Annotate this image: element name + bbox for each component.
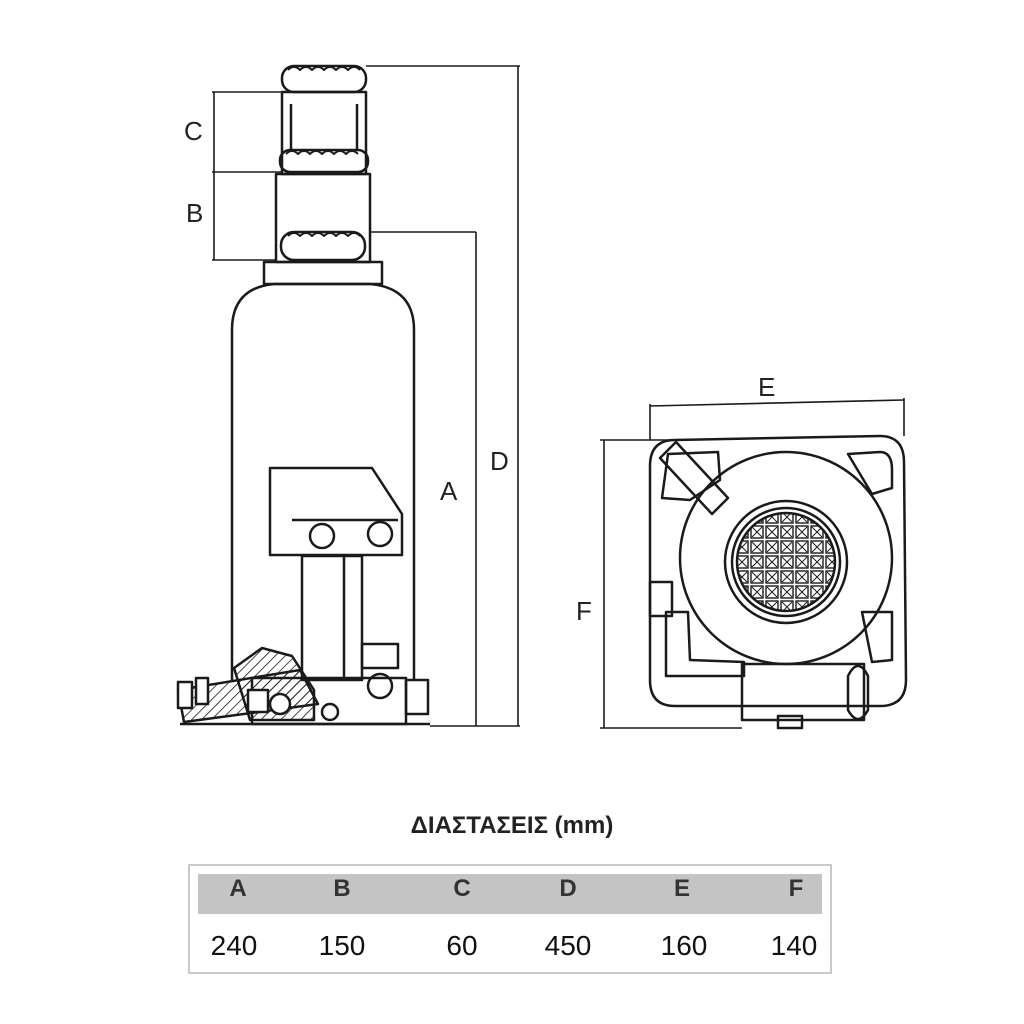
- table-title: ΔΙΑΣΤΑΣΕΙΣ (mm): [410, 812, 614, 839]
- jack-body: [230, 282, 416, 680]
- dimension-label-a: A: [440, 476, 458, 506]
- header-c: C: [453, 875, 471, 902]
- release-valve: [366, 672, 394, 700]
- saddle: [280, 64, 368, 94]
- screw-nut: [278, 148, 370, 174]
- header-a: A: [229, 875, 247, 902]
- ram: [274, 172, 372, 264]
- saddle-grid: [735, 511, 837, 613]
- header-b: B: [333, 875, 351, 902]
- pump-block: [740, 662, 866, 722]
- dimension-label-d: D: [490, 446, 509, 476]
- ram-circle: [723, 499, 849, 625]
- header-e: E: [673, 875, 690, 902]
- value-b: 150: [318, 930, 366, 961]
- top-view-dimensions: [600, 398, 905, 729]
- bracket-pin-2: [366, 520, 394, 548]
- body-collar: [262, 260, 384, 286]
- dimensions-table: A B C D E F 240 150 60 450 160 140: [188, 864, 832, 974]
- pump-piston: [300, 554, 364, 682]
- value-a: 240: [210, 930, 258, 961]
- value-c: 60: [446, 930, 478, 961]
- ram-seal: [279, 230, 367, 262]
- dimension-label-e: E: [758, 372, 775, 402]
- header-d: D: [559, 875, 577, 902]
- table-header-row: [198, 874, 822, 914]
- pump-cylinder: [846, 664, 870, 721]
- dimension-label-c: C: [184, 116, 203, 146]
- value-e: 160: [660, 930, 708, 961]
- value-f: 140: [770, 930, 818, 961]
- top-view: [648, 434, 908, 730]
- dimension-label-b: B: [186, 198, 203, 228]
- bracket-pin-1: [308, 522, 336, 550]
- value-d: 450: [544, 930, 592, 961]
- side-view-dimensions: [212, 65, 520, 727]
- handle-socket: [658, 440, 730, 516]
- base-outline: [648, 434, 908, 708]
- pump-bracket: [268, 466, 404, 557]
- dimension-label-f: F: [576, 596, 592, 626]
- side-view: [176, 64, 430, 726]
- extension-screw: [280, 90, 368, 176]
- header-f: F: [788, 875, 804, 902]
- release-valve-block: [648, 580, 674, 618]
